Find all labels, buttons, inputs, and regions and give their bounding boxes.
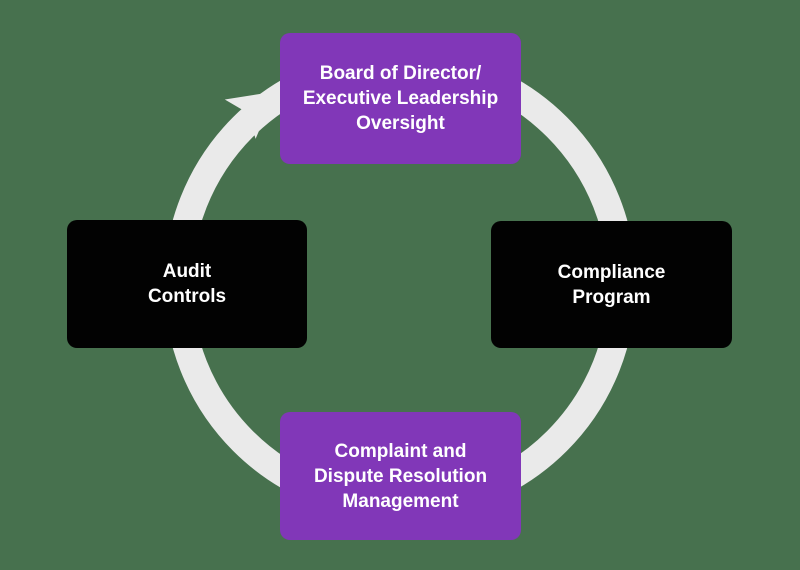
node-complaint-dispute-resolution-label: Complaint and Dispute Resolution Managem… [313,440,488,512]
node-compliance-program-label: Compliance Program [557,261,666,308]
node-audit-controls-label: Audit Controls [147,261,227,307]
node-board-executive-oversight-label: Board of Director/ Executive Leadership … [302,63,499,134]
cycle-arrowhead-icon [224,91,276,139]
node-complaint-dispute-resolution: Complaint and Dispute Resolution Managem… [280,412,521,540]
node-compliance-program: Compliance Program [491,221,732,348]
node-board-executive-oversight: Board of Director/ Executive Leadership … [280,33,521,164]
node-audit-controls: Audit Controls [67,220,307,348]
